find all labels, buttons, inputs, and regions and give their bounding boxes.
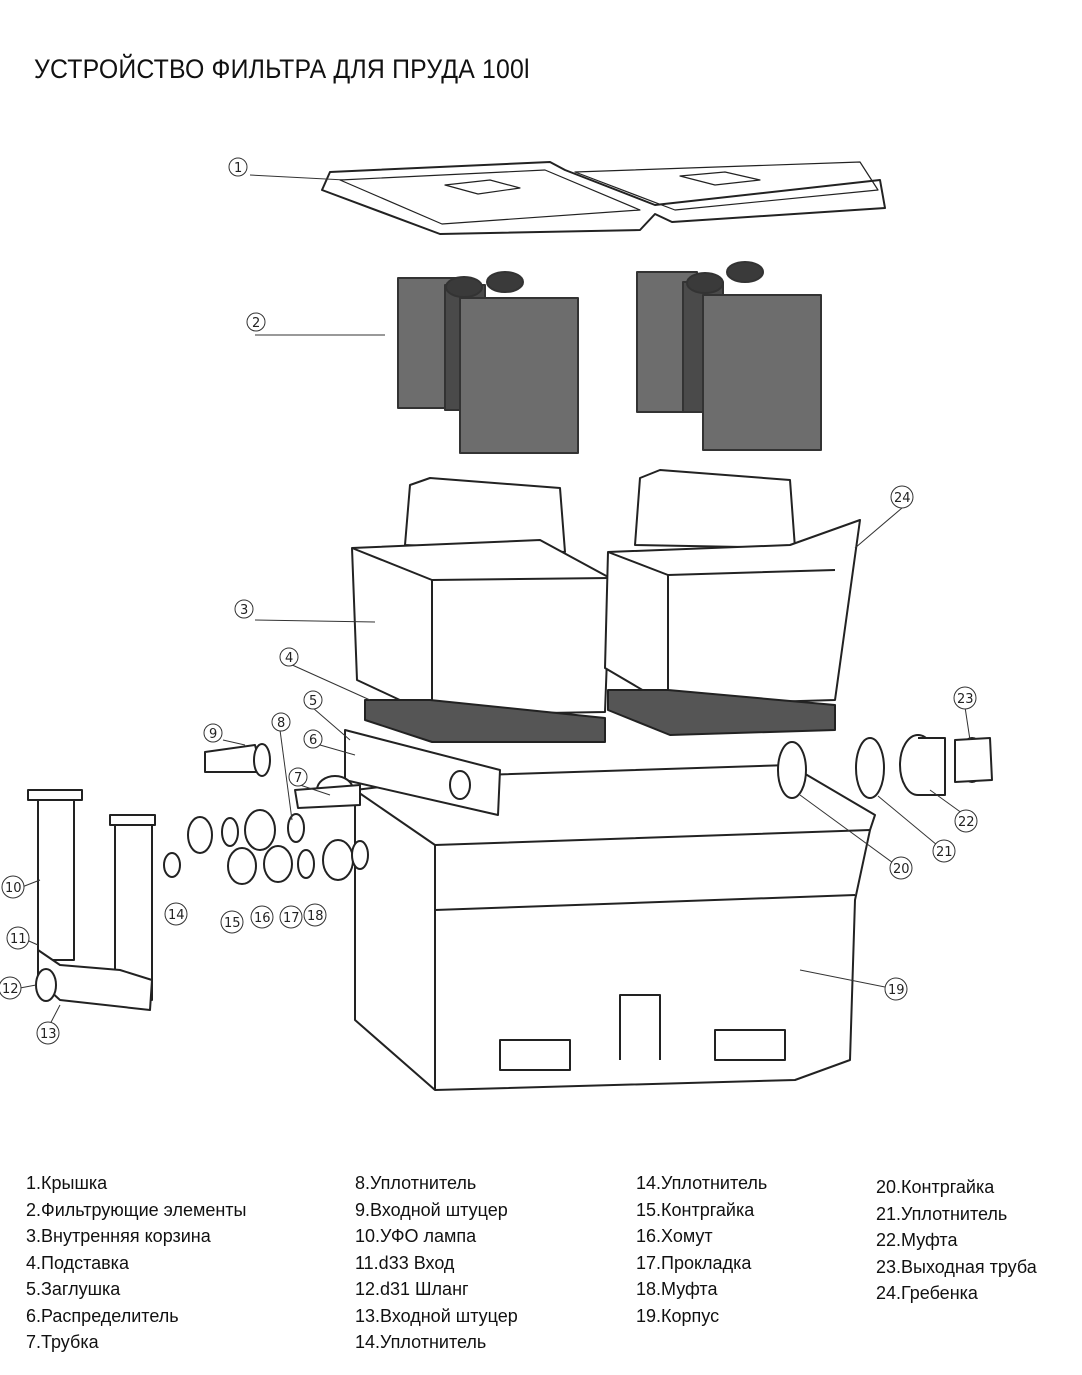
- svg-text:2: 2: [252, 316, 260, 331]
- svg-text:13: 13: [40, 1027, 57, 1042]
- legend-item: 10.УФО лампа: [355, 1226, 477, 1246]
- small-fittings: [163, 809, 369, 885]
- callout-23: 23: [953, 686, 977, 710]
- callout-17: 17: [279, 905, 303, 929]
- callout-20: 20: [889, 856, 913, 880]
- callout-16: 16: [250, 905, 274, 929]
- legend-item: 19.Корпус: [636, 1305, 720, 1326]
- callout-21: 21: [932, 839, 956, 863]
- legend-column-1: 1.Крышка 2.Фильтрующие элементы 3.Внутре…: [26, 1170, 246, 1356]
- svg-text:10: 10: [5, 881, 22, 896]
- callout-10: 10: [1, 875, 25, 899]
- callout-2: 2: [246, 312, 266, 332]
- legend-item: 12.d31 Шланг: [355, 1279, 469, 1299]
- page-title: УСТРОЙСТВО ФИЛЬТРА ДЛЯ ПРУДА 100l: [34, 54, 530, 84]
- housing-body: [354, 764, 876, 1091]
- legend-item: 20.Контргайка: [876, 1177, 995, 1197]
- svg-text:23: 23: [957, 692, 974, 707]
- legend-item: 13.Входной штуцер: [355, 1305, 518, 1326]
- filter-sponges: [397, 261, 822, 454]
- svg-text:16: 16: [254, 911, 271, 926]
- distributor-assembly: [294, 729, 501, 816]
- svg-text:4: 4: [285, 651, 293, 666]
- legend-item: 22.Муфта: [876, 1230, 958, 1250]
- svg-text:20: 20: [893, 862, 910, 877]
- svg-text:18: 18: [307, 909, 324, 924]
- legend-item: 3.Внутренняя корзина: [26, 1226, 211, 1246]
- callout-7: 7: [288, 767, 308, 787]
- legend-item: 7.Трубка: [26, 1332, 99, 1352]
- legend-item: 24.Гребенка: [876, 1283, 978, 1303]
- support-pads: [364, 689, 836, 743]
- callout-19: 19: [884, 977, 908, 1001]
- svg-text:11: 11: [10, 932, 27, 947]
- exploded-diagram: 1 2 3 4 5 6 7 8 9 10 11 12 13 14 15 16 1…: [0, 157, 993, 1091]
- svg-text:12: 12: [2, 982, 19, 997]
- callout-24: 24: [890, 485, 914, 509]
- callout-13: 13: [36, 1021, 60, 1045]
- outlet-fittings: [777, 734, 993, 799]
- callout-5: 5: [303, 690, 323, 710]
- legend-column-3: 14.Уплотнитель 15.Контргайка 16.Хомут 17…: [636, 1170, 767, 1329]
- legend-item: 15.Контргайка: [636, 1199, 755, 1220]
- lid-part: [321, 161, 886, 235]
- callout-11: 11: [6, 926, 30, 950]
- svg-text:17: 17: [283, 911, 300, 926]
- svg-text:14: 14: [168, 908, 185, 923]
- legend-item: 5.Заглушка: [26, 1279, 121, 1299]
- svg-text:7: 7: [294, 771, 302, 786]
- callout-markers: 1 2 3 4 5 6 7 8 9 10 11 12 13 14 15 16 1…: [0, 157, 978, 1045]
- legend-item: 6.Распределитель: [26, 1305, 179, 1326]
- legend-item: 16.Хомут: [636, 1226, 713, 1246]
- svg-text:19: 19: [888, 983, 905, 998]
- legend-item: 23.Выходная труба: [876, 1256, 1037, 1277]
- legend-item: 11.d33 Вход: [355, 1252, 455, 1273]
- callout-1: 1: [228, 157, 248, 177]
- svg-text:21: 21: [936, 845, 953, 860]
- legend-item: 8.Уплотнитель: [355, 1173, 477, 1193]
- legend-item: 18.Муфта: [636, 1279, 718, 1299]
- svg-text:6: 6: [309, 733, 317, 748]
- svg-text:9: 9: [209, 727, 217, 742]
- callout-14: 14: [164, 902, 188, 926]
- legend-item: 21.Уплотнитель: [876, 1203, 1008, 1224]
- svg-text:1: 1: [234, 161, 242, 176]
- svg-text:15: 15: [224, 916, 241, 931]
- svg-text:22: 22: [958, 815, 975, 830]
- svg-text:5: 5: [309, 694, 317, 709]
- legend-item: 14.Уплотнитель: [636, 1173, 768, 1193]
- callout-8: 8: [271, 712, 291, 732]
- callout-9: 9: [203, 723, 223, 743]
- callout-3: 3: [234, 599, 254, 619]
- legend-item: 4.Подставка: [26, 1252, 129, 1273]
- callout-22: 22: [954, 809, 978, 833]
- legend-item: 1.Крышка: [26, 1173, 108, 1193]
- svg-text:3: 3: [240, 603, 248, 618]
- uv-lamp-assembly: [27, 789, 156, 1011]
- legend-item: 17.Прокладка: [636, 1252, 752, 1273]
- legend-item: 2.Фильтрующие элементы: [26, 1199, 247, 1220]
- legend-item: 9.Входной штуцер: [355, 1199, 508, 1220]
- svg-text:8: 8: [277, 716, 285, 731]
- parts-legend: 1.Крышка 2.Фильтрующие элементы 3.Внутре…: [0, 1170, 1082, 1370]
- callout-12: 12: [0, 976, 22, 1000]
- legend-column-4: 20.Контргайка 21.Уплотнитель 22.Муфта 23…: [876, 1174, 1037, 1307]
- svg-text:24: 24: [894, 491, 911, 506]
- legend-column-2: 8.Уплотнитель 9.Входной штуцер 10.УФО ла…: [355, 1170, 518, 1356]
- legend-item: 14.Уплотнитель: [355, 1332, 487, 1352]
- callout-15: 15: [220, 910, 244, 934]
- callout-4: 4: [279, 647, 299, 667]
- callout-6: 6: [303, 729, 323, 749]
- inner-baskets: [351, 469, 861, 716]
- callout-18: 18: [303, 903, 327, 927]
